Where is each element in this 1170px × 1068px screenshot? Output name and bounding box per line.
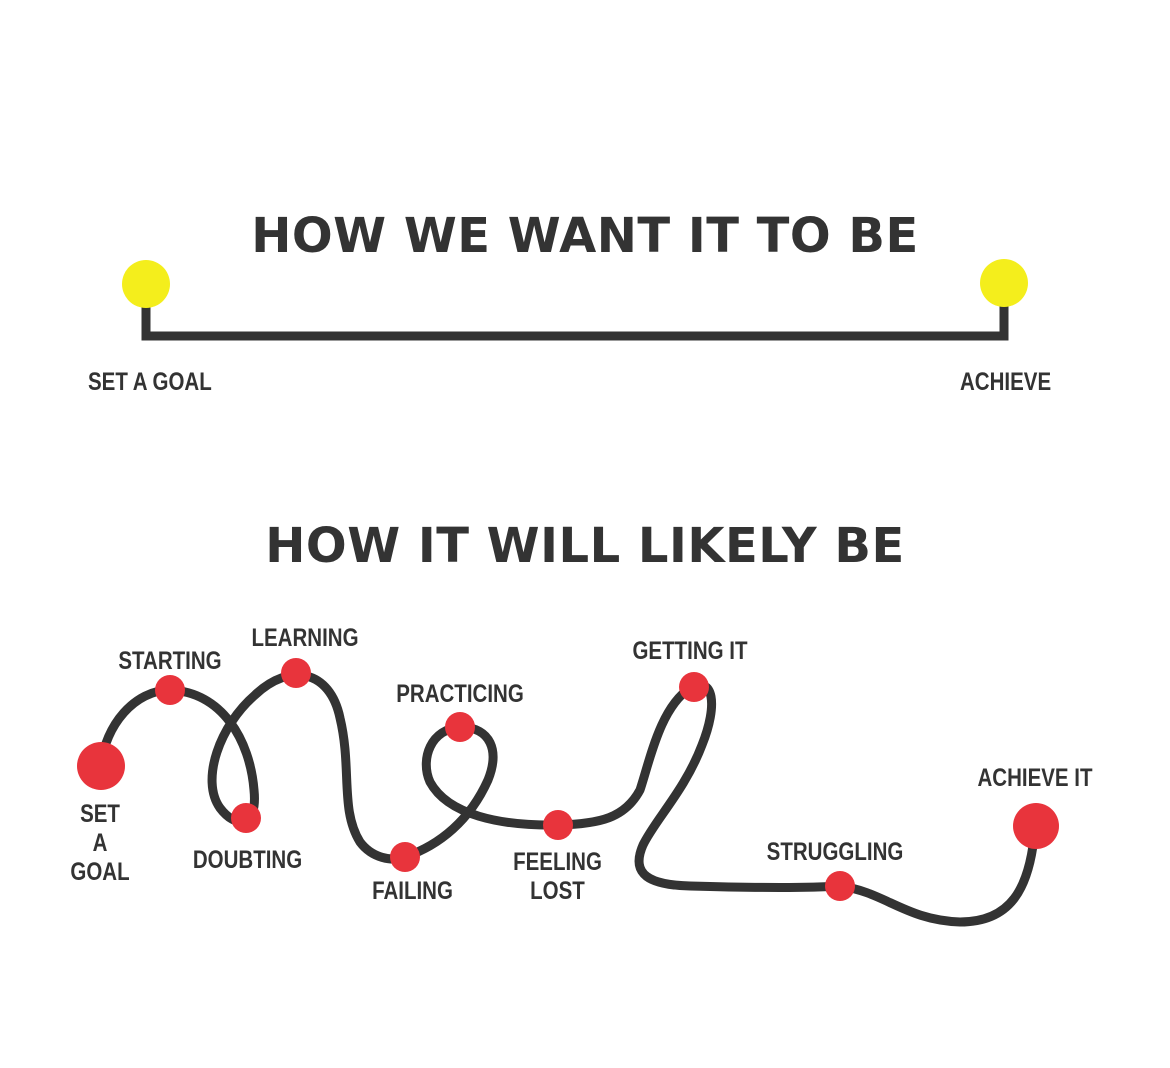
ideal-end-dot [980,259,1028,307]
dot-doubting [231,803,261,833]
label-doubting: DOUBTING [192,846,303,874]
label-starting: STARTING [118,647,222,675]
label-failing: FAILING [372,877,453,905]
label-struggling: STRUGGLING [766,838,904,866]
label-learning: LEARNING [251,624,359,652]
label-getting-it: GETTING IT [632,637,748,665]
ideal-path-line [141,285,1009,341]
label-feeling-lost: FEELING LOST [513,848,602,905]
dot-feeling-lost [543,810,573,840]
dot-getting-it [679,672,709,702]
dot-struggling [825,871,855,901]
ideal-start-label: SET A GOAL [88,368,212,396]
dot-achieve-it [1013,803,1059,849]
dot-set-goal [77,742,125,790]
label-practicing: PRACTICING [396,680,524,708]
label-achieve-it: ACHIEVE IT [977,764,1093,792]
ideal-start-dot [122,260,170,308]
dot-starting [155,675,185,705]
reality-path-line [96,670,1040,927]
reality-title: HOW IT WILL LIKELY BE [265,518,905,574]
dot-learning [281,658,311,688]
ideal-title: HOW WE WANT IT TO BE [251,208,919,264]
label-set-goal: SET A GOAL [70,800,130,886]
dot-failing [390,842,420,872]
ideal-end-label: ACHIEVE [960,368,1052,396]
dot-practicing [445,712,475,742]
